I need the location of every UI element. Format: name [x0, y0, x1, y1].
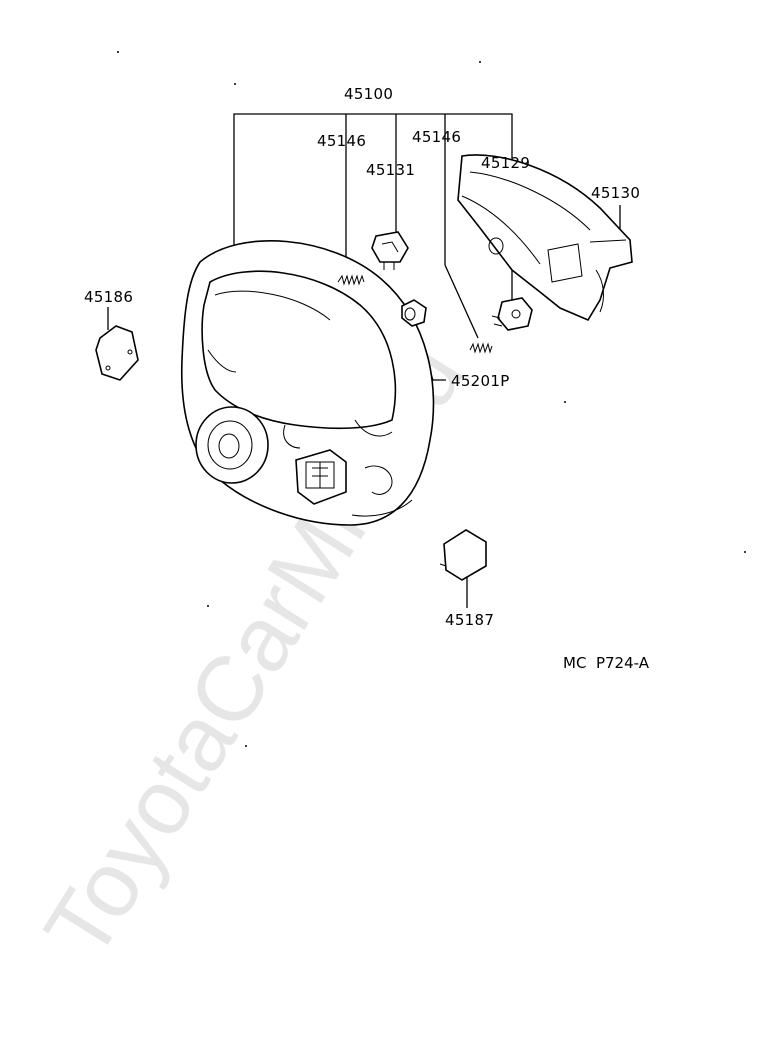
spring-right-icon — [469, 342, 493, 354]
figure-code: MC P724-A — [563, 654, 650, 672]
callout-45146-left: 45146 — [317, 132, 366, 150]
nut-45201p — [401, 299, 427, 327]
cover-45187 — [439, 529, 487, 581]
callout-45187: 45187 — [445, 611, 494, 629]
callout-45130: 45130 — [591, 184, 640, 202]
scan-dots — [117, 51, 746, 747]
cover-45186 — [95, 325, 139, 381]
bracket-45131 — [371, 231, 409, 270]
callout-45100: 45100 — [344, 85, 393, 103]
callout-45146-right: 45146 — [412, 128, 461, 146]
pad-cover-45130 — [457, 154, 633, 322]
bracket-45129 — [491, 297, 533, 331]
callout-45201p: 45201P — [451, 372, 510, 390]
callout-45186: 45186 — [84, 288, 133, 306]
callout-45131: 45131 — [366, 161, 415, 179]
steering-wheel — [180, 240, 435, 526]
callout-45129: 45129 — [481, 154, 530, 172]
spring-left-icon — [337, 274, 365, 286]
